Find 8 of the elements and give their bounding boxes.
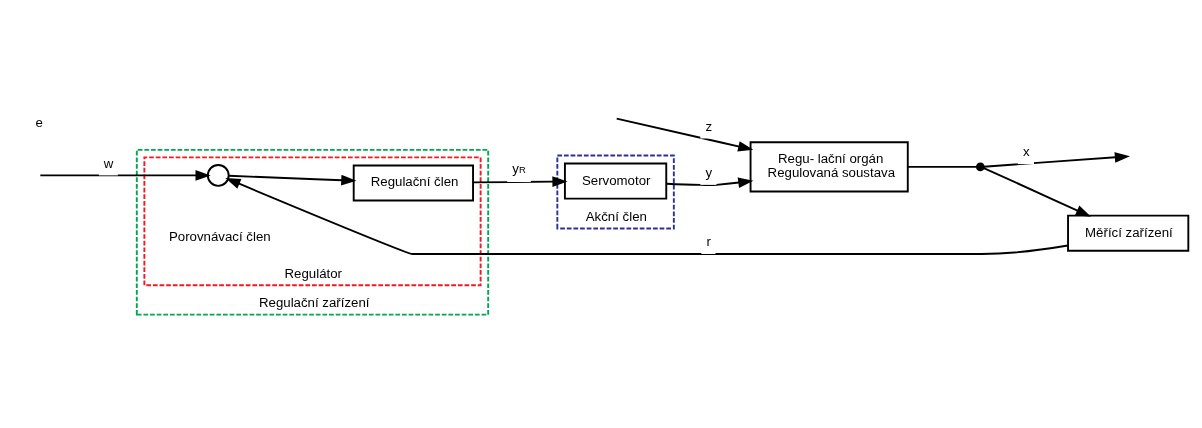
label: e [35, 114, 43, 130]
edge-label: w [103, 155, 114, 171]
edge-label: x [1023, 144, 1030, 160]
edge-label: y [705, 165, 713, 181]
edge-label: yR [512, 161, 526, 177]
edge-label: r [706, 234, 711, 250]
edge-label: z [705, 118, 713, 134]
label: Porovnávací člen [169, 229, 271, 245]
